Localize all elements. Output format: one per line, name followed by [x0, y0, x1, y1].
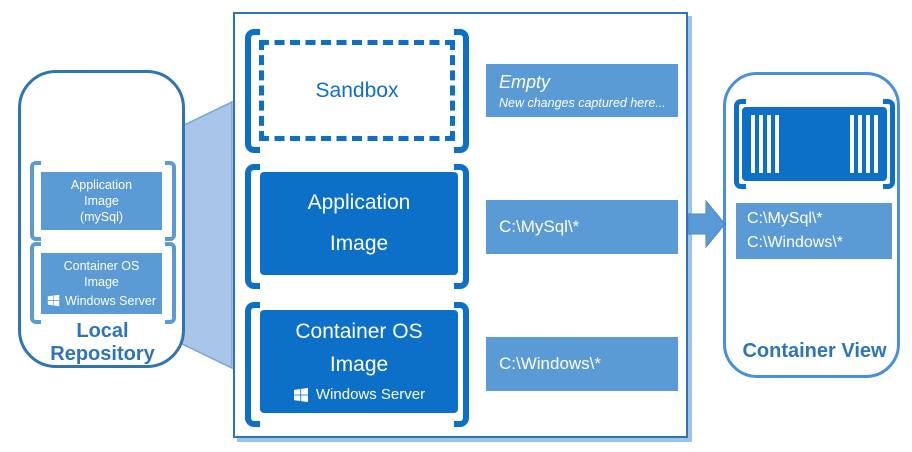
windows-path-label: C:\Windows\* [486, 337, 678, 391]
bracket-right-icon [165, 161, 176, 241]
bracket-left-icon [245, 302, 260, 427]
windows-logo-icon [293, 387, 309, 403]
repo-box-line: Application [70, 177, 133, 192]
application-image-repo-box: Application Image (mySql) [39, 170, 164, 232]
container-path-line: C:\MySql\* [747, 210, 823, 227]
bracket-left-icon [734, 99, 746, 189]
container-os-repo-box: Container OS Image Windows Server [39, 251, 164, 316]
empty-layer-label: Empty New changes captured here... [486, 64, 678, 117]
stack-box-line: Image [329, 232, 389, 255]
right-arrow-icon [688, 200, 726, 248]
stack-box-line: Container OS [295, 320, 423, 343]
image-stack-panel: Sandbox Application Image Container OS I… [233, 12, 688, 438]
os-label: Windows Server [315, 386, 426, 403]
container-paths-box: C:\MySql\* C:\Windows\* [736, 203, 892, 259]
path-text: C:\MySql\* [499, 217, 580, 236]
container-icon [742, 107, 887, 181]
container-view-label: Container View [742, 340, 887, 362]
repo-box-line: Image [84, 193, 119, 208]
stack-box-line: Image [329, 353, 389, 376]
local-repository-label: Local Repository [50, 320, 155, 365]
bracket-left-icon [30, 242, 41, 324]
container-os-image-box: Container OS Image Windows Server [260, 310, 458, 413]
bracket-right-icon [454, 29, 469, 153]
application-image-box: Application Image [260, 172, 458, 275]
stack-box-line: Application [307, 191, 411, 214]
container-path-line: C:\Windows\* [747, 234, 844, 251]
empty-layer-subtitle: New changes captured here... [499, 95, 666, 110]
path-text: C:\Windows\* [499, 354, 602, 373]
container-icon-stripes-right [850, 115, 878, 173]
bracket-right-icon [454, 164, 469, 289]
sandbox-box: Sandbox [259, 40, 455, 141]
local-repository-panel: Application Image (mySql) Container OS I… [18, 70, 185, 368]
windows-logo-icon [47, 294, 60, 307]
repo-box-line: Image [84, 275, 119, 290]
bracket-right-icon [165, 242, 176, 324]
sandbox-label: Sandbox [315, 78, 399, 102]
bracket-left-icon [30, 161, 41, 241]
os-label: Windows Server [65, 293, 156, 308]
repo-box-line: Container OS [63, 259, 140, 274]
repo-box-line: (mySql) [79, 210, 124, 225]
empty-layer-title: Empty [499, 71, 551, 92]
mysql-path-label: C:\MySql\* [486, 200, 678, 254]
bracket-right-icon [454, 302, 469, 427]
bracket-left-icon [245, 29, 260, 153]
bracket-left-icon [245, 164, 260, 289]
container-view-panel: C:\MySql\* C:\Windows\* Container View [723, 72, 900, 378]
container-icon-stripes-left [751, 115, 779, 173]
bracket-right-icon [883, 99, 895, 189]
